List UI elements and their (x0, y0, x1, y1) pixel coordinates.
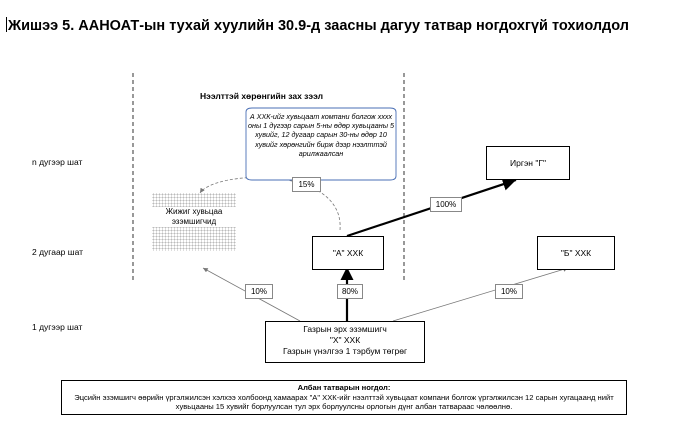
pct-to-citizen: 100% (430, 197, 462, 212)
callout-text: А ХХК-ийг хувьцаат компани болгож xxxx о… (248, 112, 394, 158)
pct-open-market: 15% (292, 177, 321, 192)
land-owner-box: Газрын эрх эзэмшигч "Х" ХХК Газрын үнэлг… (265, 321, 425, 363)
market-header: Нээлттэй хөрөнгийн зах зээл (200, 91, 323, 101)
pct-to-former: 10% (245, 284, 273, 299)
owner-line-1: Газрын эрх эзэмшигч (303, 324, 387, 334)
level-2-label: 2 дугаар шат (32, 247, 84, 257)
tax-note-title: Албан татварын ногдол: (297, 383, 391, 392)
pct-to-a: 80% (337, 284, 363, 299)
former-shareholders-label: Жижиг хувьцаа эзэмшигчид (152, 207, 236, 227)
tax-note-box: Албан татварын ногдол: Эцсийн эзэмшигч ө… (61, 380, 627, 415)
former-shareholders-box: Жижиг хувьцаа эзэмшигчид (152, 193, 236, 251)
callout-bubble (245, 107, 397, 189)
b-llc-box: "Б" ХХК (537, 236, 615, 270)
tax-note-body: Эцсийн эзэмшигч өөрийн үргэлжилсэн хэлхэ… (74, 392, 614, 412)
text-cursor (6, 17, 7, 32)
a-llc-box: "А" ХХК (312, 236, 384, 270)
pct-to-b: 10% (495, 284, 523, 299)
level-1-label: 1 дугээр шат (32, 322, 83, 332)
owner-line-3: Газрын үнэлгээ 1 тэрбум төгрөг (282, 346, 408, 356)
arrow-owner-to-b (392, 267, 569, 322)
owner-line-2: "Х" ХХК (329, 335, 361, 345)
citizen-g-box: Иргэн "Г" (486, 146, 570, 180)
level-n-label: n дугээр шат (32, 157, 83, 167)
page-title: Жишээ 5. ААНОАТ-ын тухай хуулийн 30.9-д … (6, 17, 629, 34)
